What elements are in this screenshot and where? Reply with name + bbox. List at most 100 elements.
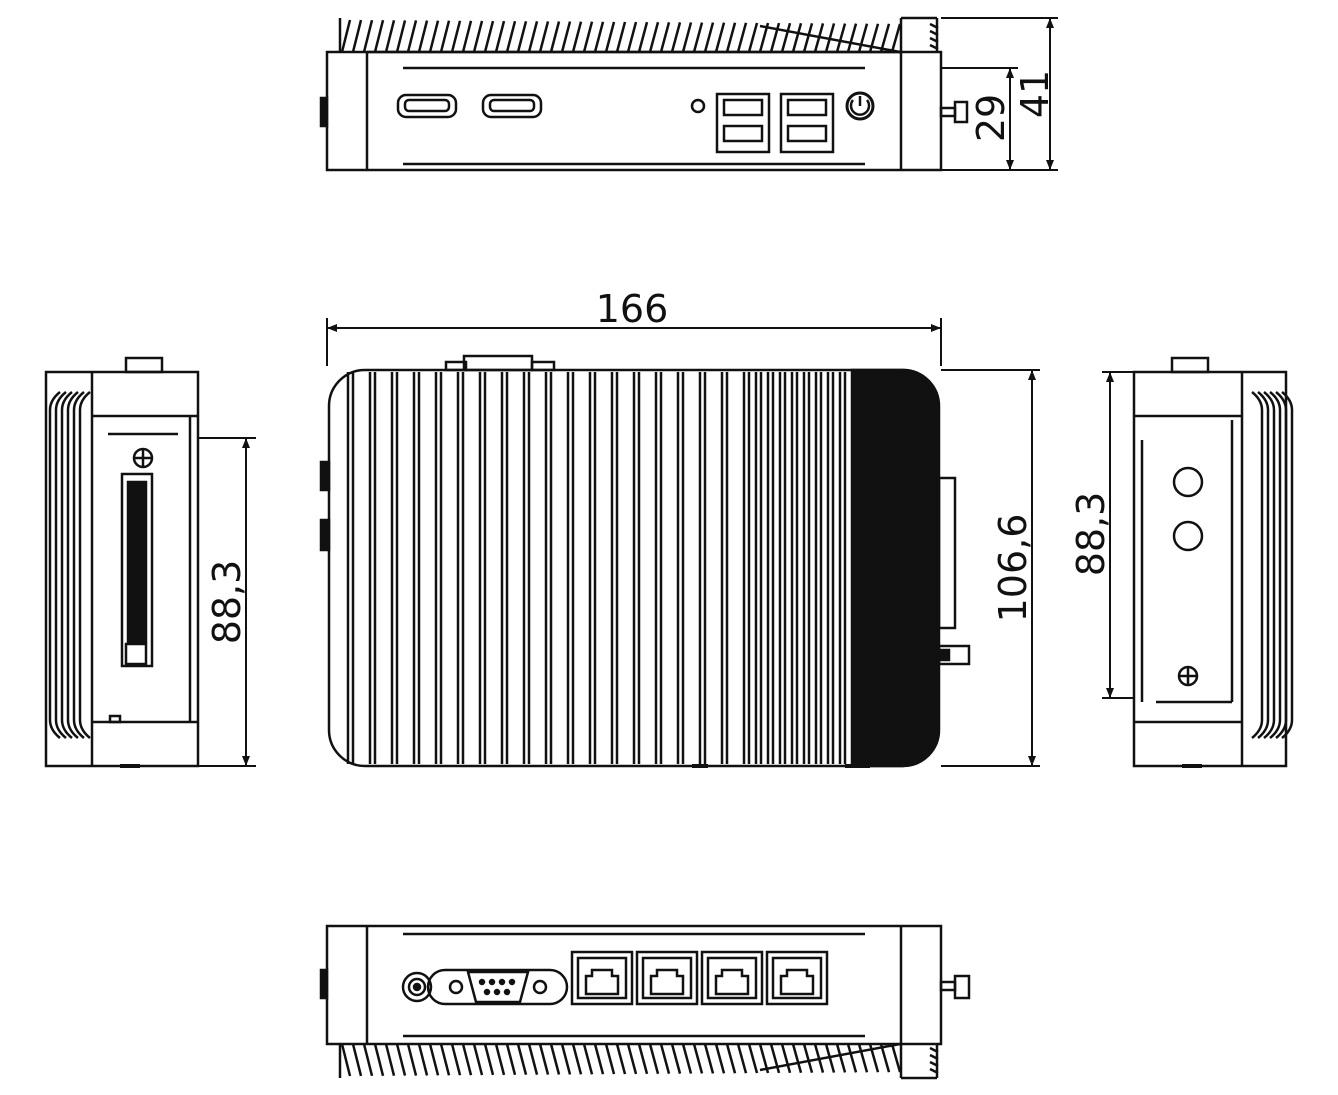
fin-line — [929, 29, 939, 37]
fin-line — [857, 23, 869, 53]
fin-line — [802, 22, 814, 53]
fin-line — [1251, 391, 1264, 739]
fin-line — [406, 20, 418, 53]
fin-line — [351, 1043, 363, 1077]
fin-line — [472, 1043, 484, 1076]
fin-line — [560, 21, 572, 53]
fin-line — [384, 20, 396, 53]
sd-card-slot — [120, 472, 154, 668]
fin-line — [725, 1043, 737, 1074]
fin-line — [72, 391, 85, 739]
fin-line — [483, 20, 495, 53]
fin-line — [659, 1043, 671, 1075]
fin-line — [593, 21, 605, 53]
fin-line — [780, 1043, 792, 1074]
fin-line — [384, 1043, 396, 1076]
fin-line — [60, 391, 73, 739]
fin-line — [516, 20, 528, 53]
fin-line — [736, 1043, 748, 1074]
fin-line — [929, 1067, 939, 1075]
fin-line — [769, 22, 781, 53]
power-icon — [845, 91, 875, 121]
fin-line — [450, 20, 462, 53]
fin-line — [802, 1043, 814, 1074]
fin-line — [890, 23, 902, 53]
fin-line — [571, 1043, 583, 1075]
fin-line — [461, 1043, 473, 1076]
fin-line — [929, 1046, 939, 1054]
left-side-view — [44, 356, 200, 768]
fin-line — [66, 391, 79, 739]
fin-line — [626, 21, 638, 53]
fin-line — [538, 21, 550, 53]
fin-line — [725, 22, 737, 53]
fin-line — [604, 1043, 616, 1075]
fin-line — [780, 22, 792, 53]
fin-line — [670, 1043, 682, 1074]
fin-line — [549, 1043, 561, 1075]
fin-line — [48, 391, 61, 739]
lan-port-1 — [570, 950, 634, 1006]
fin-line — [846, 23, 858, 53]
fin-line — [681, 22, 693, 53]
fin-line — [54, 391, 67, 739]
fin-line — [439, 20, 451, 53]
heatsink-fins-top — [340, 19, 939, 54]
fin-line — [1275, 391, 1288, 739]
fin-line — [769, 1043, 781, 1074]
dimension-depth-88-3-left: 88,3 — [205, 560, 249, 645]
fin-line — [428, 20, 440, 53]
fin-line — [373, 19, 385, 53]
fin-line — [681, 1043, 693, 1074]
usb-stack-2 — [779, 92, 835, 154]
fin-line — [472, 20, 484, 53]
screw-icon — [132, 447, 154, 469]
fin-line — [395, 1043, 407, 1076]
front-view — [319, 16, 969, 172]
fin-line — [670, 22, 682, 53]
fin-line — [659, 21, 671, 53]
rear-view — [319, 924, 971, 1080]
fin-line — [929, 43, 939, 51]
fin-line — [857, 1043, 869, 1073]
fin-line — [395, 20, 407, 53]
fin-line — [929, 1053, 939, 1061]
fin-line — [703, 22, 715, 53]
fin-line — [747, 1043, 759, 1074]
fin-line — [428, 1043, 440, 1076]
fin-line — [929, 22, 939, 30]
fin-line — [494, 1043, 506, 1076]
fin-line — [626, 1043, 638, 1075]
fin-line — [538, 1043, 550, 1075]
dimension-height-41: 41 — [1013, 70, 1057, 118]
serial-port — [426, 968, 569, 1006]
fin-line — [929, 36, 939, 44]
fin-line — [417, 20, 429, 53]
fin-line — [703, 1043, 715, 1074]
fin-line — [615, 21, 627, 53]
fin-line — [1263, 391, 1276, 739]
fin-line — [890, 1043, 902, 1073]
fin-line — [835, 1043, 847, 1073]
fin-line — [714, 1043, 726, 1074]
fin-line — [1257, 391, 1270, 739]
fin-line — [505, 20, 517, 53]
fin-line — [340, 1043, 352, 1077]
fin-line — [1269, 391, 1282, 739]
fin-line — [637, 21, 649, 53]
fin-line — [582, 21, 594, 53]
fin-line — [692, 22, 704, 53]
fin-line — [362, 1043, 374, 1077]
heatsink-fins-main — [346, 372, 847, 764]
fin-line — [417, 1043, 429, 1076]
fin-line — [560, 1043, 572, 1075]
fin-line — [439, 1043, 451, 1076]
fin-line — [351, 19, 363, 53]
screw-icon — [1177, 665, 1199, 687]
fin-line — [340, 19, 352, 53]
side-fins-right — [1251, 391, 1294, 739]
fin-line — [747, 22, 759, 53]
lan-port-3 — [700, 950, 764, 1006]
fin-line — [78, 391, 91, 739]
